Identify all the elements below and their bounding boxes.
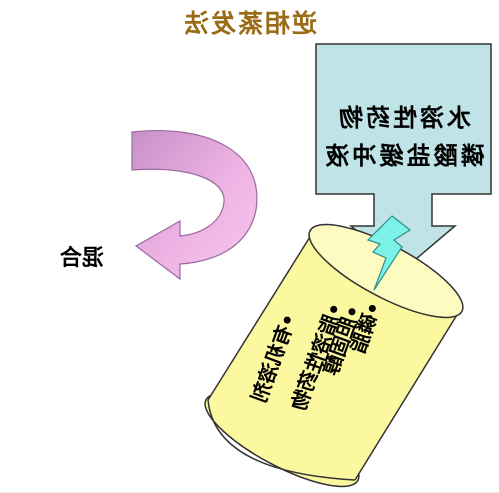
box-text-line-1: 水溶性药物 [336, 103, 471, 132]
curved-mix-arrow [131, 130, 258, 281]
lightning-bolt [366, 215, 412, 291]
mix-label: 混合 [60, 245, 105, 271]
page-title: 逆相蒸发法 [182, 9, 318, 38]
aqueous-solution-box: 水溶性药物 磷酸盐缓冲液 [316, 44, 491, 194]
box-text-line-2: 磷酸盐缓冲液 [322, 141, 485, 170]
down-arrow-box [315, 43, 492, 271]
